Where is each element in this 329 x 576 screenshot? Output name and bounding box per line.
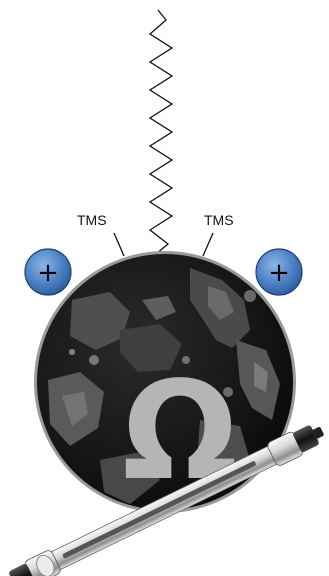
- plus-charge-icon: +: [37, 258, 59, 288]
- plus-charge-right: +: [256, 249, 302, 295]
- plus-charge-icon: +: [268, 258, 290, 288]
- plus-charge-left: +: [25, 249, 71, 295]
- alkyl-chain: [150, 10, 172, 254]
- tms-label-right: TMS: [204, 212, 234, 228]
- tms-left-leader: [114, 233, 124, 256]
- tms-label-left: TMS: [77, 212, 107, 228]
- tms-right-leader: [203, 233, 213, 256]
